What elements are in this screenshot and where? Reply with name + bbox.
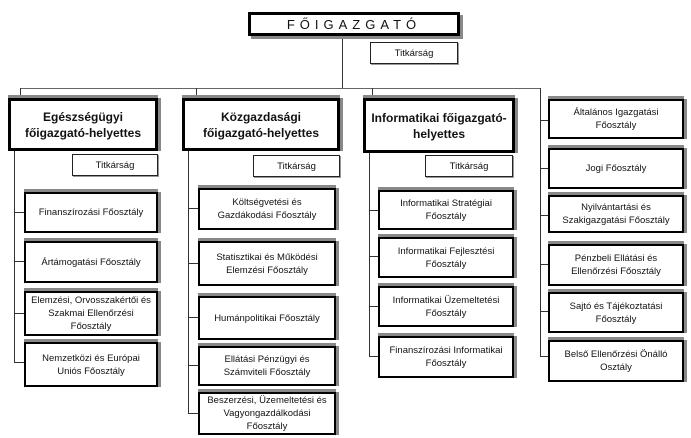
connector-line xyxy=(14,313,24,314)
department-label: Ellátási Pénzügyi és Számviteli Főosztál… xyxy=(223,354,311,378)
director-secretariat-box[interactable]: Titkárság xyxy=(370,42,458,64)
director-secretariat-label: Titkárság xyxy=(394,47,434,59)
deputy-it-box[interactable]: Informatikai főigazgató-helyettes xyxy=(363,98,515,153)
department-box[interactable]: Informatikai Fejlesztési Főosztály xyxy=(378,237,514,278)
deputy-health-box[interactable]: Egészségügyi főigazgató-helyettes xyxy=(8,98,158,151)
deputy-it-secretariat-box[interactable]: Titkárság xyxy=(425,155,513,177)
department-label: Nyilvántartási és Szakigazgatási Főosztá… xyxy=(562,202,670,226)
connector-line xyxy=(14,362,24,363)
department-label: Informatikai Üzemeltetési Főosztály xyxy=(392,294,500,319)
department-label: Finanszírozási Főosztály xyxy=(38,207,144,218)
connector-line xyxy=(14,150,15,362)
deputy-health-title: Egészségügyi főigazgató-helyettes xyxy=(24,109,141,140)
deputy-economic-secretariat-box[interactable]: Titkárság xyxy=(253,155,340,177)
director-box[interactable]: FŐIGAZGATÓ xyxy=(248,12,460,36)
department-box[interactable]: Nemzetközi és Európai Uniós Főosztály xyxy=(24,342,158,387)
deputy-it-title: Informatikai főigazgató-helyettes xyxy=(371,110,507,141)
connector-line xyxy=(540,88,541,356)
connector-line xyxy=(20,88,540,89)
department-label: Informatikai Stratégiai Főosztály xyxy=(400,198,492,222)
department-label: Humánpolitikai Főosztály xyxy=(214,312,320,324)
department-label: Sajtó és Tájékoztatási Főosztály xyxy=(569,300,663,325)
connector-line xyxy=(188,317,198,318)
connector-line xyxy=(188,263,198,264)
connector-line xyxy=(369,306,379,307)
connector-line xyxy=(369,256,379,257)
connector-line xyxy=(372,88,373,98)
connector-line xyxy=(540,311,550,312)
connector-line xyxy=(188,365,198,366)
department-label: Jogi Főosztály xyxy=(585,163,647,174)
department-box[interactable]: Ellátási Pénzügyi és Számviteli Főosztál… xyxy=(198,346,336,386)
department-box[interactable]: Nyilvántartási és Szakigazgatási Főosztá… xyxy=(548,195,684,233)
department-label: Statisztikai és Működési Elemzési Főoszt… xyxy=(216,251,318,276)
department-label: Finanszírozási Informatikai Főosztály xyxy=(389,345,503,369)
deputy-health-secretariat-label: Titkárság xyxy=(95,159,135,171)
deputy-health-secretariat-box[interactable]: Titkárság xyxy=(72,154,158,176)
connector-line xyxy=(20,88,21,98)
connector-line xyxy=(540,215,550,216)
department-label: Nemzetközi és Európai Uniós Főosztály xyxy=(42,352,140,377)
department-box[interactable]: Sajtó és Tájékoztatási Főosztály xyxy=(548,292,684,333)
department-label: Elemzési, Orvosszakértői és Szakmai Elle… xyxy=(31,295,151,332)
connector-line xyxy=(188,208,198,209)
deputy-economic-secretariat-label: Titkárság xyxy=(277,160,316,172)
deputy-economic-title: Közgazdasági főigazgató-helyettes xyxy=(202,109,319,140)
connector-line xyxy=(540,120,550,121)
department-box[interactable]: Finanszírozási Főosztály xyxy=(24,192,158,233)
connector-line xyxy=(540,168,550,169)
connector-line xyxy=(369,152,370,356)
department-box[interactable]: Informatikai Üzemeltetési Főosztály xyxy=(378,286,514,327)
department-box[interactable]: Finanszírozási Informatikai Főosztály xyxy=(378,336,514,378)
connector-line xyxy=(14,261,24,262)
connector-line xyxy=(369,356,379,357)
department-label: Pénzbeli Ellátási és Ellenőrzési Főosztá… xyxy=(571,253,661,277)
connector-line xyxy=(540,356,550,357)
department-box[interactable]: Informatikai Stratégiai Főosztály xyxy=(378,190,514,230)
department-box[interactable]: Elemzési, Orvosszakértői és Szakmai Elle… xyxy=(24,291,158,336)
department-label: Beszerzési, Üzemeltetési és Vagyongazdál… xyxy=(207,395,327,432)
department-label: Belső Ellenőrzési Önálló Osztály xyxy=(564,349,668,373)
connector-line xyxy=(14,212,24,213)
department-label: Költségvetési és Gazdákodási Főosztály xyxy=(217,197,317,221)
department-label: Ártámogatási Főosztály xyxy=(41,256,141,268)
deputy-economic-box[interactable]: Közgazdasági főigazgató-helyettes xyxy=(182,98,340,151)
deputy-it-secretariat-label: Titkárság xyxy=(449,160,489,172)
connector-line xyxy=(188,413,198,414)
department-box[interactable]: Pénzbeli Ellátási és Ellenőrzési Főosztá… xyxy=(548,244,684,286)
director-title: FŐIGAZGATÓ xyxy=(286,16,422,32)
department-box[interactable]: Beszerzési, Üzemeltetési és Vagyongazdál… xyxy=(198,392,336,435)
connector-line xyxy=(342,35,343,88)
department-box[interactable]: Ártámogatási Főosztály xyxy=(24,241,158,283)
connector-line xyxy=(188,150,189,413)
department-box[interactable]: Belső Ellenőrzési Önálló Osztály xyxy=(548,340,684,382)
department-label: Általános Igazgatási Főosztály xyxy=(573,107,659,131)
connector-line xyxy=(196,88,197,98)
connector-line xyxy=(369,210,379,211)
department-box[interactable]: Humánpolitikai Főosztály xyxy=(198,296,336,340)
department-box[interactable]: Általános Igazgatási Főosztály xyxy=(548,99,684,139)
department-box[interactable]: Költségvetési és Gazdákodási Főosztály xyxy=(198,188,336,230)
connector-line xyxy=(540,264,550,265)
department-box[interactable]: Jogi Főosztály xyxy=(548,148,684,189)
department-box[interactable]: Statisztikai és Működési Elemzési Főoszt… xyxy=(198,241,336,286)
department-label: Informatikai Fejlesztési Főosztály xyxy=(397,245,495,270)
